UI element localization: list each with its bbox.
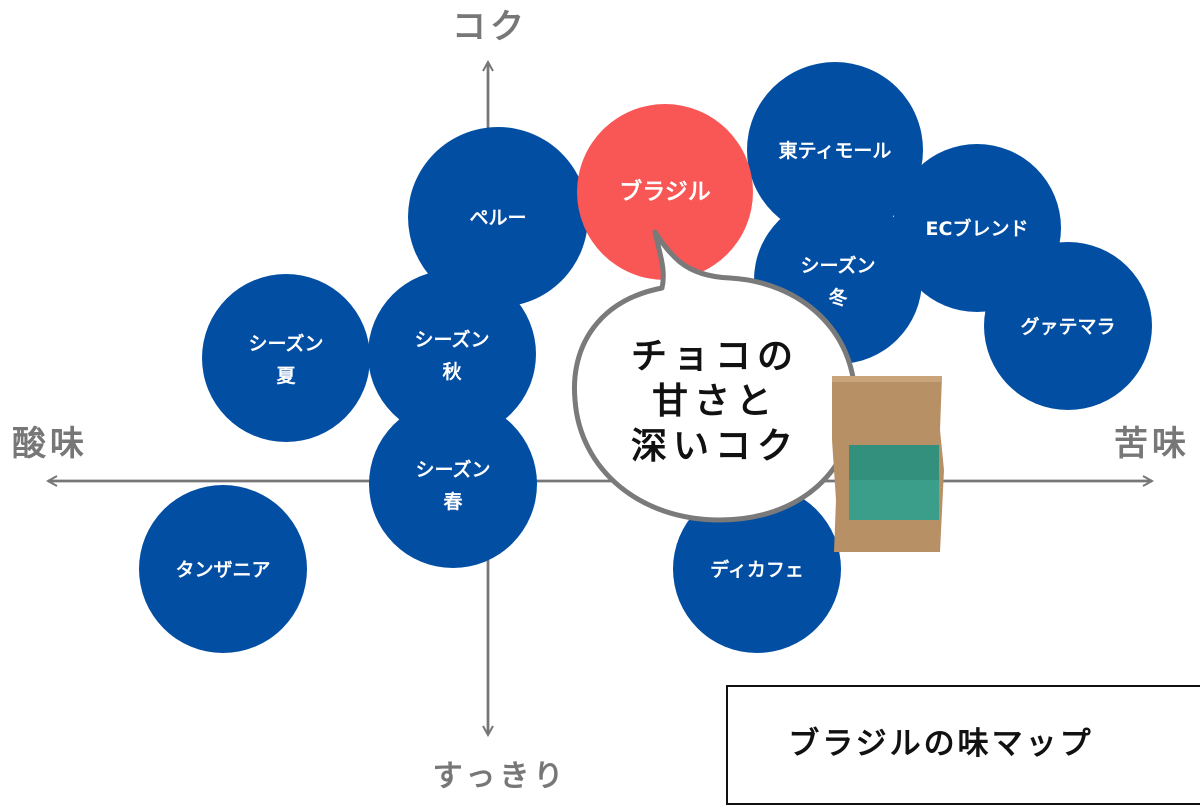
coffee-name-line2: 冬 — [828, 286, 847, 309]
coffee-name-line2: 夏 — [276, 365, 296, 387]
map-title: ブラジルの味マップ — [788, 725, 1094, 762]
axis-label-left: 酸味 — [12, 424, 88, 464]
coffee-name-line2: 春 — [443, 490, 462, 513]
bubble-line-1: チョコの — [631, 336, 799, 377]
bubble-line-3: 深いコク — [631, 426, 799, 467]
circle — [747, 62, 923, 238]
coffee-name: シーズン — [414, 328, 489, 351]
coffee-bag-image — [832, 376, 944, 552]
coffee-name: シーズン — [800, 254, 875, 277]
axis-label-right: 苦味 — [1114, 424, 1190, 464]
coffee-name: タンザニア — [175, 559, 270, 581]
coffee-name: シーズン — [415, 458, 490, 481]
coffee-name: グァテマラ — [1020, 315, 1115, 338]
coffee-name-line2: 秋 — [442, 360, 462, 383]
speech-bubble: チョコの 甘さと 深いコク — [571, 229, 858, 523]
coffee-circle: ブラジル — [577, 104, 753, 280]
coffee-name: シーズン — [248, 332, 323, 355]
coffee-circle: ペルー — [408, 127, 588, 307]
coffee-name: ブラジル — [619, 178, 711, 205]
coffee-circle: タンザニア — [139, 485, 307, 653]
bubble-line-2: 甘さと — [652, 381, 778, 422]
coffee-name: ペルー — [469, 207, 526, 229]
circle — [368, 270, 536, 438]
coffee-circle: グァテマラ — [984, 242, 1152, 410]
circle — [139, 485, 307, 653]
title-box: ブラジルの味マップ — [726, 685, 1200, 805]
circle — [408, 127, 588, 307]
axis-label-top: コク — [452, 7, 528, 47]
coffee-name: ECブレンド — [926, 217, 1029, 240]
coffee-name: ディカフェ — [710, 558, 804, 581]
circle — [202, 274, 370, 442]
circle — [369, 400, 537, 568]
circle — [673, 485, 841, 653]
coffee-circle: ディカフェ — [673, 485, 841, 653]
coffee-circle: 東ティモール — [747, 62, 923, 238]
highlight-circle — [577, 104, 753, 280]
coffee-name: 東ティモール — [779, 139, 892, 162]
circle — [984, 242, 1152, 410]
axis-label-bottom: すっきり — [433, 759, 568, 794]
